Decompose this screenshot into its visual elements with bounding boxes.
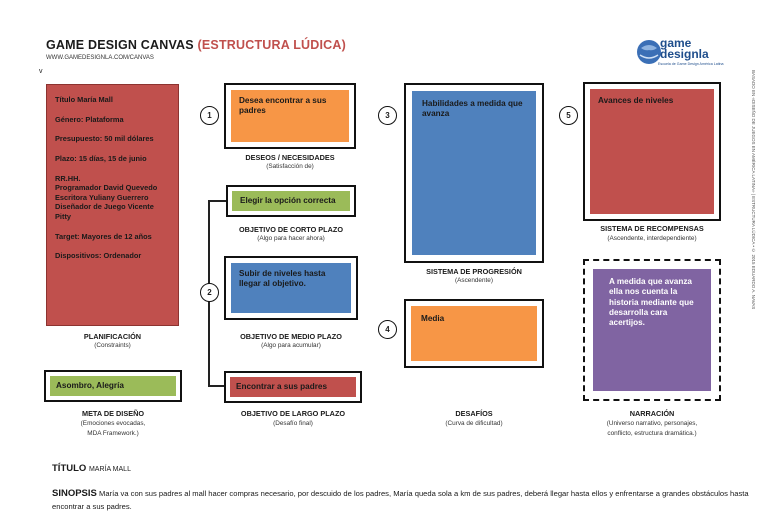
- page-title: GAME DESIGN CANVAS (ESTRUCTURA LÚDICA): [46, 38, 346, 52]
- desafios-box: Media: [411, 306, 537, 361]
- plan-writer: Escritora Yuliany Guerrero: [55, 192, 149, 202]
- recompensas-box: Avances de niveles: [590, 89, 714, 214]
- desafios-caption: DESAFÍOS: [455, 409, 493, 418]
- corto-box: Elegir la opción correcta: [232, 191, 350, 211]
- deseos-box: Desea encontrar a sus padres: [231, 90, 349, 142]
- plan-genre: Género: Plataforma: [55, 114, 124, 124]
- meta-frame: Asombro, Alegría: [44, 370, 182, 402]
- corto-subcaption: (Algo para hacer ahora): [257, 235, 325, 242]
- gamepad-globe-icon: [637, 40, 661, 64]
- title-sub: (ESTRUCTURA LÚDICA): [197, 38, 346, 52]
- recompensas-frame: Avances de niveles: [583, 82, 721, 221]
- corto-frame: Elegir la opción correcta: [226, 185, 356, 217]
- planificacion-subcaption: (Constraints): [94, 342, 131, 349]
- plan-designer: Diseñador de Juego Vicente Pitty: [55, 202, 154, 221]
- narracion-subcaption-2: conflicto, estructura dramática.): [607, 430, 697, 437]
- largo-box: Encontrar a sus padres: [230, 377, 356, 397]
- plan-deadline: Plazo: 15 días, 15 de junio: [55, 153, 147, 163]
- progresion-box: Habilidades a medida que avanza: [412, 91, 536, 255]
- medio-caption: OBJETIVO DE MEDIO PLAZO: [240, 332, 342, 341]
- meta-subcaption-2: MDA Framework.): [87, 430, 139, 437]
- step-number-3: 3: [378, 106, 397, 125]
- version-mark: v: [39, 68, 43, 75]
- meta-box: Asombro, Alegría: [50, 376, 176, 396]
- recompensas-subcaption: (Ascendente, interdependiente): [607, 235, 697, 242]
- footer-title-label: TÍTULO: [52, 463, 87, 474]
- narracion-subcaption-1: (Universo narrativo, personajes,: [606, 420, 698, 427]
- step-number-2: 2: [200, 283, 219, 302]
- footer-title-value: MARÍA MALL: [88, 466, 131, 473]
- side-credit-note: BASADO EN «DISEÑO DE JUEGOS EN AMÉRICA L…: [751, 70, 756, 310]
- narracion-box: A medida que avanza ella nos cuenta la h…: [593, 269, 711, 391]
- largo-frame: Encontrar a sus padres: [224, 371, 362, 403]
- deseos-subcaption: (Satisfacción de): [266, 163, 314, 170]
- footer-title: TÍTULO MARÍA MALL: [52, 463, 131, 474]
- footer-synopsis: SINOPSIS María va con sus padres al mall…: [52, 487, 752, 513]
- largo-subcaption: (Desafío final): [273, 420, 313, 427]
- narracion-frame: A medida que avanza ella nos cuenta la h…: [583, 259, 721, 401]
- title-main: GAME DESIGN CANVAS: [46, 38, 194, 52]
- plan-title: Título María Mall: [55, 95, 113, 104]
- plan-target: Target: Mayores de 12 años: [55, 231, 152, 241]
- step-number-5: 5: [559, 106, 578, 125]
- logo: game designla Escuela de Game Design Amé…: [636, 36, 726, 70]
- progresion-subcaption: (Ascendente): [454, 277, 493, 284]
- corto-caption: OBJETIVO DE CORTO PLAZO: [238, 225, 344, 234]
- step-number-4: 4: [378, 320, 397, 339]
- logo-line1: game: [660, 36, 692, 50]
- logo-tagline: Escuela de Game Design América Latina: [658, 62, 724, 66]
- plan-devices: Dispositivos: Ordenador: [55, 251, 142, 261]
- planificacion-box: Título María Mall Género: Plataforma Pre…: [46, 84, 179, 326]
- progresion-frame: Habilidades a medida que avanza: [404, 83, 544, 263]
- plan-budget: Presupuesto: 50 mil dólares: [55, 134, 154, 144]
- canvas-url[interactable]: WWW.GAMEDESIGNLA.COM/CANVAS: [46, 55, 154, 61]
- desafios-frame: Media: [404, 299, 544, 368]
- plan-rrhh: RR.HH.: [55, 173, 81, 183]
- medio-box: Subir de niveles hasta llegar al objetiv…: [231, 263, 351, 313]
- synopsis-text: María va con sus padres al mall hacer co…: [52, 489, 749, 512]
- logo-line2: designla: [660, 47, 709, 61]
- desafios-subcaption: (Curva de dificultad): [445, 420, 503, 427]
- recompensas-caption: SISTEMA DE RECOMPENSAS: [600, 224, 704, 233]
- synopsis-label: SINOPSIS: [52, 488, 97, 499]
- bracket-tick-top: [208, 200, 226, 202]
- meta-caption: META DE DISEÑO: [81, 409, 145, 418]
- step-number-1: 1: [200, 106, 219, 125]
- medio-frame: Subir de niveles hasta llegar al objetiv…: [224, 256, 358, 320]
- deseos-caption: DESEOS / NECESIDADES: [245, 153, 335, 162]
- progresion-caption: SISTEMA DE PROGRESIÓN: [426, 267, 522, 276]
- medio-subcaption: (Algo para acumular): [261, 342, 321, 349]
- largo-caption: OBJETIVO DE LARGO PLAZO: [240, 409, 346, 418]
- meta-subcaption-1: (Emociones evocadas,: [80, 420, 146, 427]
- deseos-frame: Desea encontrar a sus padres: [224, 83, 356, 149]
- narracion-caption: NARRACIÓN: [629, 409, 675, 418]
- bracket-tick-bottom: [208, 385, 226, 387]
- planificacion-caption: PLANIFICACIÓN: [83, 332, 142, 341]
- plan-programmer: Programador David Quevedo: [55, 183, 158, 193]
